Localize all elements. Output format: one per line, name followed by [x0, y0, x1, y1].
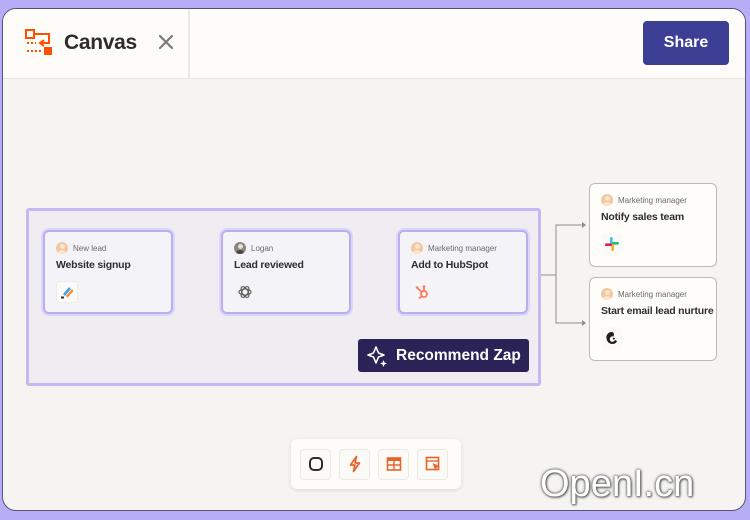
shape-tool-button[interactable] [300, 448, 331, 480]
close-icon[interactable] [155, 31, 177, 53]
node-title: Start email lead nurture [601, 305, 714, 317]
mailchimp-icon [601, 327, 623, 349]
zap-tool-button[interactable] [339, 448, 370, 480]
user-avatar [601, 194, 613, 206]
sparkle-icon [367, 345, 387, 367]
step-node-add-to-hubspot[interactable]: Marketing manager Add to HubSpot [398, 230, 528, 314]
canvas-window: Canvas Share New lead Website signup [2, 8, 746, 511]
user-avatar [411, 242, 423, 254]
step-node-start-email-lead-nurture[interactable]: Marketing manager Start email lead nurtu… [589, 277, 717, 361]
node-title: Notify sales team [601, 211, 684, 223]
node-title: Lead reviewed [234, 259, 304, 271]
node-role: Logan [251, 243, 274, 253]
tab-canvas[interactable]: Canvas [3, 9, 190, 79]
rounded-square-icon [308, 457, 323, 471]
node-role: New lead [73, 243, 107, 253]
interface-tool-button[interactable] [417, 448, 448, 480]
photo-avatar [234, 242, 246, 254]
user-avatar [601, 288, 613, 300]
node-role: Marketing manager [618, 195, 687, 205]
node-role: Marketing manager [428, 243, 497, 253]
step-node-lead-reviewed[interactable]: Logan Lead reviewed [221, 230, 351, 314]
step-node-notify-sales-team[interactable]: Marketing manager Notify sales team [589, 183, 717, 267]
user-avatar [56, 242, 68, 254]
top-bar: Canvas Share [3, 9, 745, 79]
table-tool-button[interactable] [378, 448, 409, 480]
step-node-website-signup[interactable]: New lead Website signup [43, 230, 173, 314]
hubspot-icon [411, 281, 433, 303]
canvas-area[interactable]: New lead Website signup Logan Lead r [3, 80, 745, 510]
table-icon [386, 457, 401, 471]
node-role: Marketing manager [618, 289, 687, 299]
node-title: Website signup [56, 259, 131, 271]
openai-icon [234, 281, 256, 303]
recommend-zap-label: Recommend Zap [396, 346, 521, 364]
recommend-zap-button[interactable]: Recommend Zap [358, 339, 529, 372]
canvas-toolbar [291, 439, 461, 489]
form-app-icon [56, 281, 78, 303]
lightning-icon [349, 455, 360, 473]
node-title: Add to HubSpot [411, 259, 489, 271]
tab-title: Canvas [64, 31, 137, 54]
share-button[interactable]: Share [643, 21, 729, 65]
zap-group[interactable]: New lead Website signup Logan Lead r [26, 208, 541, 386]
watermark: OpenI.cn [540, 463, 695, 505]
interface-cursor-icon [425, 456, 440, 471]
slack-icon [601, 233, 623, 255]
canvas-flow-icon [25, 29, 52, 55]
